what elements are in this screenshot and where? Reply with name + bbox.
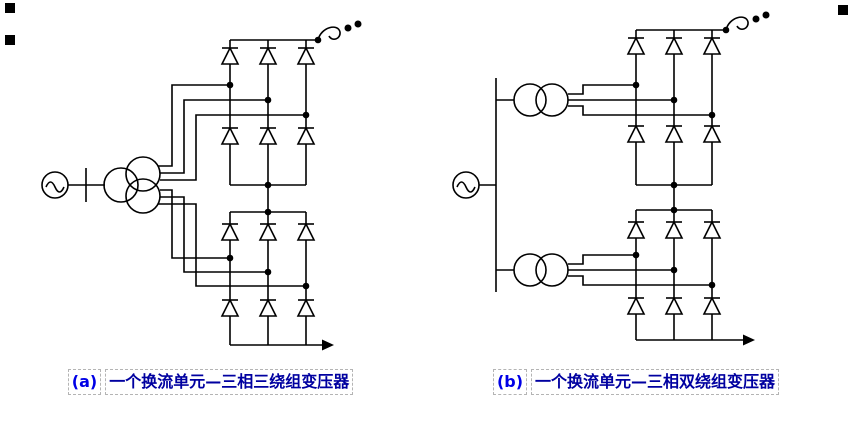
- phase-lines-bottom: [158, 189, 306, 287]
- circuit-diagram-b: [452, 5, 848, 346]
- thyristor-valve-icon: [221, 127, 239, 145]
- thyristor-valve-icon: [259, 299, 277, 317]
- smoothing-reactor-icon: [317, 20, 362, 41]
- thyristor-valve-icon: [627, 125, 645, 143]
- junction-dots: [226, 36, 322, 290]
- ac-source-icon: [452, 171, 480, 199]
- thyristor-valve-icon: [221, 299, 239, 317]
- thyristor-valve-icon: [665, 297, 683, 315]
- ac-bus: [479, 78, 514, 292]
- thyristor-valve-icon: [297, 299, 315, 317]
- thyristor-valve-icon: [627, 297, 645, 315]
- six-pulse-bridge-bottom: [627, 209, 743, 341]
- circuit-diagram-a: [5, 3, 362, 351]
- six-pulse-bridge-top: [221, 39, 318, 186]
- figure-captions: (a) 一个换流单元—三相三绕组变压器 (b) 一个换流单元—三相双绕组变压器: [0, 369, 851, 395]
- thyristor-valve-icon: [221, 223, 239, 241]
- thyristor-valve-icon: [221, 47, 239, 65]
- six-pulse-bridge-bottom: [221, 211, 322, 346]
- thyristor-valve-icon: [297, 47, 315, 65]
- phase-lines-top: [158, 84, 306, 181]
- thyristor-valve-icon: [259, 127, 277, 145]
- caption-a-label[interactable]: (a): [67, 369, 102, 395]
- phase-lines-top: [568, 84, 712, 116]
- dc-output-arrow-icon: [322, 339, 334, 351]
- thyristor-valve-icon: [703, 297, 721, 315]
- thyristor-valve-icon: [703, 221, 721, 239]
- thyristor-valve-icon: [627, 37, 645, 55]
- thyristor-valve-icon: [259, 47, 277, 65]
- thyristor-valve-icon: [259, 223, 277, 241]
- ac-source-icon: [41, 171, 69, 199]
- phase-lines-bottom: [568, 254, 712, 286]
- caption-b: (b) 一个换流单元—三相双绕组变压器: [421, 369, 851, 395]
- caption-a-text[interactable]: 一个换流单元—三相三绕组变压器: [105, 369, 354, 395]
- anchor-squares: [5, 3, 15, 45]
- anchor-square: [5, 3, 15, 13]
- caption-b-label[interactable]: (b): [492, 369, 528, 395]
- source-leads: [68, 168, 105, 202]
- anchor-square: [838, 5, 848, 15]
- thyristor-valve-icon: [297, 223, 315, 241]
- thyristor-valve-icon: [665, 221, 683, 239]
- thyristor-valve-icon: [665, 37, 683, 55]
- caption-b-text[interactable]: 一个换流单元—三相双绕组变压器: [531, 369, 780, 395]
- caption-a: (a) 一个换流单元—三相三绕组变压器: [0, 369, 421, 395]
- two-winding-transformer-top-icon: [513, 83, 569, 117]
- thyristor-valve-icon: [665, 125, 683, 143]
- two-winding-transformer-bottom-icon: [513, 253, 569, 287]
- junction-dots: [632, 26, 730, 289]
- thyristor-valve-icon: [703, 37, 721, 55]
- thyristor-valve-icon: [627, 221, 645, 239]
- thyristor-valve-icon: [703, 125, 721, 143]
- six-pulse-bridge-top: [627, 29, 726, 186]
- anchor-square: [5, 35, 15, 45]
- smoothing-reactor-icon: [725, 11, 770, 31]
- three-winding-transformer-icon: [103, 156, 161, 214]
- thyristor-valve-icon: [297, 127, 315, 145]
- dc-output-arrow-icon: [743, 334, 755, 346]
